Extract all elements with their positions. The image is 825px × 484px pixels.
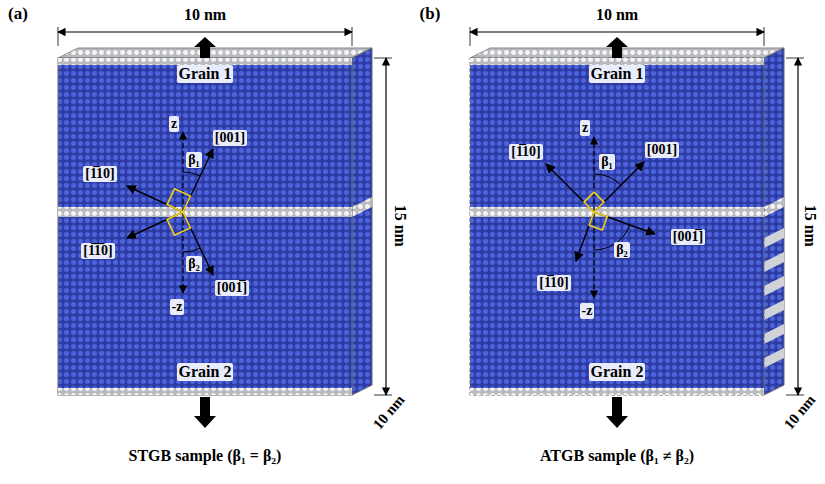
direction-label: [1̅1̅0] (81, 243, 115, 258)
side-stripe (764, 300, 784, 320)
dimension-label: 10 nm (781, 392, 819, 433)
width-dimension (470, 31, 764, 32)
dimension-tick (374, 395, 392, 396)
dimension-tick (470, 27, 471, 46)
orientation-square (589, 212, 607, 230)
atgb-sample (470, 48, 784, 395)
panel-letter: (a) (8, 5, 28, 24)
surface-row (470, 388, 764, 395)
side-face (764, 48, 784, 395)
side-stripe (764, 276, 784, 296)
angle-label: β₁ (599, 154, 615, 169)
sample-caption: ATGB sample (β₁ ≠ β₂) (540, 447, 694, 465)
dimension-tick (352, 27, 353, 46)
angle-arc (183, 248, 200, 252)
dimension-tick (786, 395, 804, 396)
dimension-label: 15 nm (801, 205, 819, 247)
side-face (352, 48, 372, 395)
grain-boundary (58, 207, 352, 217)
dimension-tick (786, 58, 804, 59)
stgb-sample (58, 48, 372, 395)
dimension-label: 10 nm (596, 6, 638, 24)
grain-boundary (470, 207, 764, 217)
grain-label: Grain 2 (177, 363, 234, 381)
axis-label: z (580, 120, 590, 135)
width-dimension (58, 31, 352, 32)
dimension-label: 10 nm (370, 392, 408, 433)
axes-b (546, 137, 655, 298)
surface-row (470, 58, 764, 65)
dimension-label: 15 nm (391, 205, 409, 247)
top-face (470, 48, 784, 58)
panel-letter: (b) (420, 5, 441, 24)
load-arrow (194, 397, 216, 428)
axis-label: z (169, 116, 179, 131)
height-dimension (797, 58, 798, 395)
axis-label: -z (170, 299, 185, 314)
dimension-label: 10 nm (184, 6, 226, 24)
sample-caption: STGB sample (β₁ = β₂) (129, 447, 282, 465)
load-arrow (194, 37, 216, 58)
angle-label: β₁ (186, 152, 202, 167)
grain-label: Grain 2 (589, 363, 646, 381)
direction-label: [1̅10] (509, 144, 543, 159)
angle-label: β₂ (186, 256, 202, 271)
load-arrow (606, 397, 628, 428)
direction-label: [001] (213, 130, 247, 145)
axis-label: -z (580, 303, 595, 318)
top-face (58, 48, 372, 58)
direction-label: [1̅10] (537, 275, 571, 290)
dimension-tick (374, 58, 392, 59)
side-stripe (764, 348, 784, 368)
axes-a (127, 132, 213, 293)
load-arrow (606, 37, 628, 58)
dimensions-a (58, 27, 392, 428)
side-stripe (764, 252, 784, 272)
dimension-tick (764, 27, 765, 46)
surface-row (58, 388, 352, 395)
orientation-square (167, 189, 190, 212)
front-face (470, 58, 764, 395)
orientation-square (167, 212, 190, 235)
grain-label: Grain 1 (589, 65, 646, 83)
orientation-square (584, 192, 604, 212)
direction-label: [001̅] (671, 229, 705, 244)
height-dimension (385, 58, 386, 395)
direction-label: [1̅10] (83, 166, 117, 181)
side-stripe (764, 228, 784, 248)
dimensions-b (470, 27, 804, 428)
side-gb (764, 197, 784, 217)
dimension-tick (58, 27, 59, 46)
side-gb (352, 197, 372, 217)
surface-row (58, 58, 352, 65)
front-face (58, 58, 352, 395)
angle-arc (183, 172, 200, 176)
angle-arc (594, 174, 621, 185)
grain-label: Grain 1 (177, 65, 234, 83)
direction-label: [001̅] (215, 280, 249, 295)
z-axis (593, 212, 594, 298)
angle-label: β₂ (614, 242, 630, 257)
side-stripe (764, 324, 784, 344)
direction-label: [001] (645, 142, 679, 157)
